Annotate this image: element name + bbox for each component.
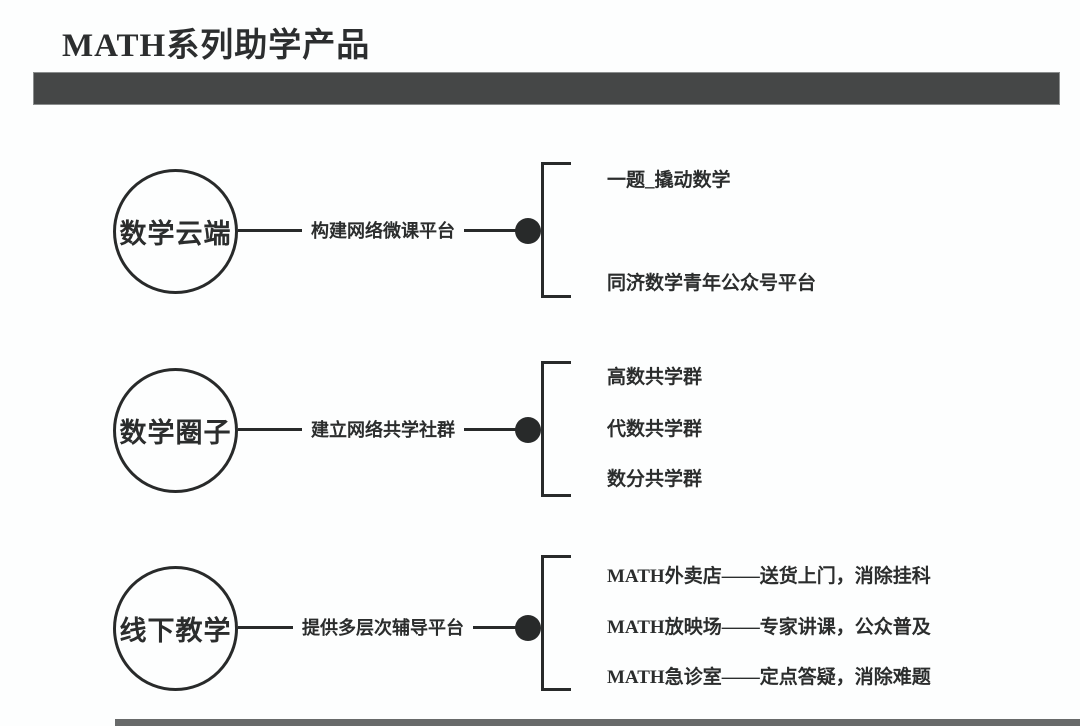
junction-dot bbox=[515, 615, 541, 641]
node-circle-label: 数学圈子 bbox=[119, 418, 232, 448]
branch-item: 一题_撬动数学 bbox=[607, 170, 731, 191]
title-underline-bar bbox=[33, 72, 1060, 105]
node-circle-label: 数学云端 bbox=[119, 219, 232, 249]
branch-item: 数分共学群 bbox=[607, 469, 703, 490]
branch-bracket bbox=[541, 361, 571, 497]
connector-label: 建立网络共学社群 bbox=[302, 417, 464, 443]
node-circle: 数学圈子 bbox=[113, 368, 238, 493]
branch-item: MATH放映场——专家讲课，公众普及 bbox=[607, 617, 931, 638]
junction-dot bbox=[515, 218, 541, 244]
connector-label: 构建网络微课平台 bbox=[302, 218, 464, 244]
branch-item: 同济数学青年公众号平台 bbox=[607, 273, 817, 294]
connector-label-wrap: 建立网络共学社群 bbox=[238, 417, 528, 443]
connector-label-wrap: 提供多层次辅导平台 bbox=[238, 615, 528, 641]
branch-item: MATH急诊室——定点答疑，消除难题 bbox=[607, 667, 931, 688]
branch-bracket bbox=[541, 162, 571, 298]
node-circle-label: 线下教学 bbox=[119, 616, 232, 646]
branch-item: MATH外卖店——送货上门，消除挂科 bbox=[607, 566, 931, 587]
branch-bracket bbox=[541, 555, 571, 691]
node-circle: 线下教学 bbox=[113, 566, 238, 691]
junction-dot bbox=[515, 417, 541, 443]
bottom-edge-bar bbox=[115, 719, 1080, 726]
page-title: MATH系列助学产品 bbox=[62, 28, 371, 64]
connector-label-wrap: 构建网络微课平台 bbox=[238, 218, 528, 244]
branch-item: 高数共学群 bbox=[607, 367, 703, 388]
branch-item: 代数共学群 bbox=[607, 419, 703, 440]
connector-label: 提供多层次辅导平台 bbox=[293, 615, 473, 641]
node-circle: 数学云端 bbox=[113, 169, 238, 294]
